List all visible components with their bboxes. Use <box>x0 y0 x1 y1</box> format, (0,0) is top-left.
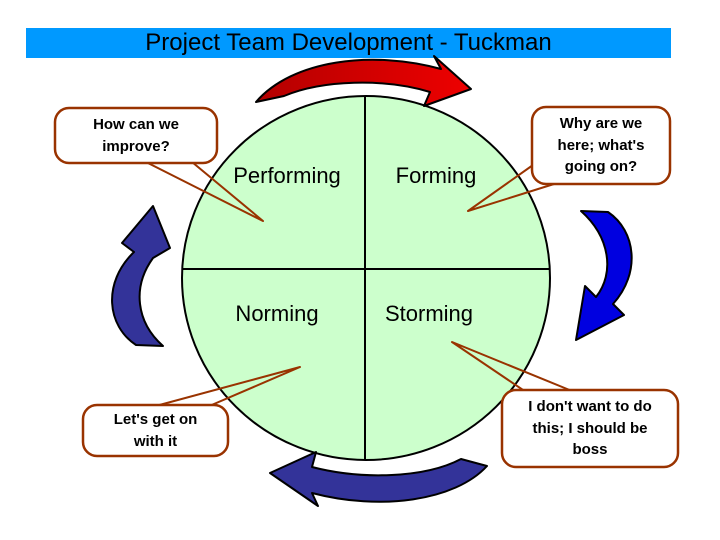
slide-title: Project Team Development - Tuckman <box>145 29 552 56</box>
callout-text-storming: I don't want to do this; I should be bos… <box>528 397 652 459</box>
stage-label-forming: Forming <box>395 163 477 188</box>
cycle-arrow-top-icon <box>255 55 472 107</box>
stage-label-norming: Norming <box>235 301 319 326</box>
callout-tail-forming <box>467 164 555 212</box>
callout-tail-norming <box>151 366 301 408</box>
cycle-arrow-left-icon <box>111 205 171 347</box>
cycle-arrow-bottom-icon <box>269 451 488 507</box>
callout-text-performing: How can we improve? <box>93 115 179 155</box>
callout-text-forming: Why are we here; what's going on? <box>557 114 645 176</box>
cycle-arrow-right-icon <box>575 210 633 341</box>
callout-text-norming: Let's get on with it <box>113 410 198 450</box>
callout-bubble-norming <box>81 403 230 458</box>
title-bar: Project Team Development - Tuckman <box>26 28 671 58</box>
callout-bubble-performing <box>53 106 219 165</box>
callout-bubble-forming <box>530 105 672 186</box>
stage-label-performing: Performing <box>233 163 341 188</box>
callout-bubble-storming <box>500 388 680 469</box>
callout-tail-performing <box>141 159 264 222</box>
callout-tail-storming <box>451 341 573 393</box>
stage-label-storming: Storming <box>384 301 474 326</box>
